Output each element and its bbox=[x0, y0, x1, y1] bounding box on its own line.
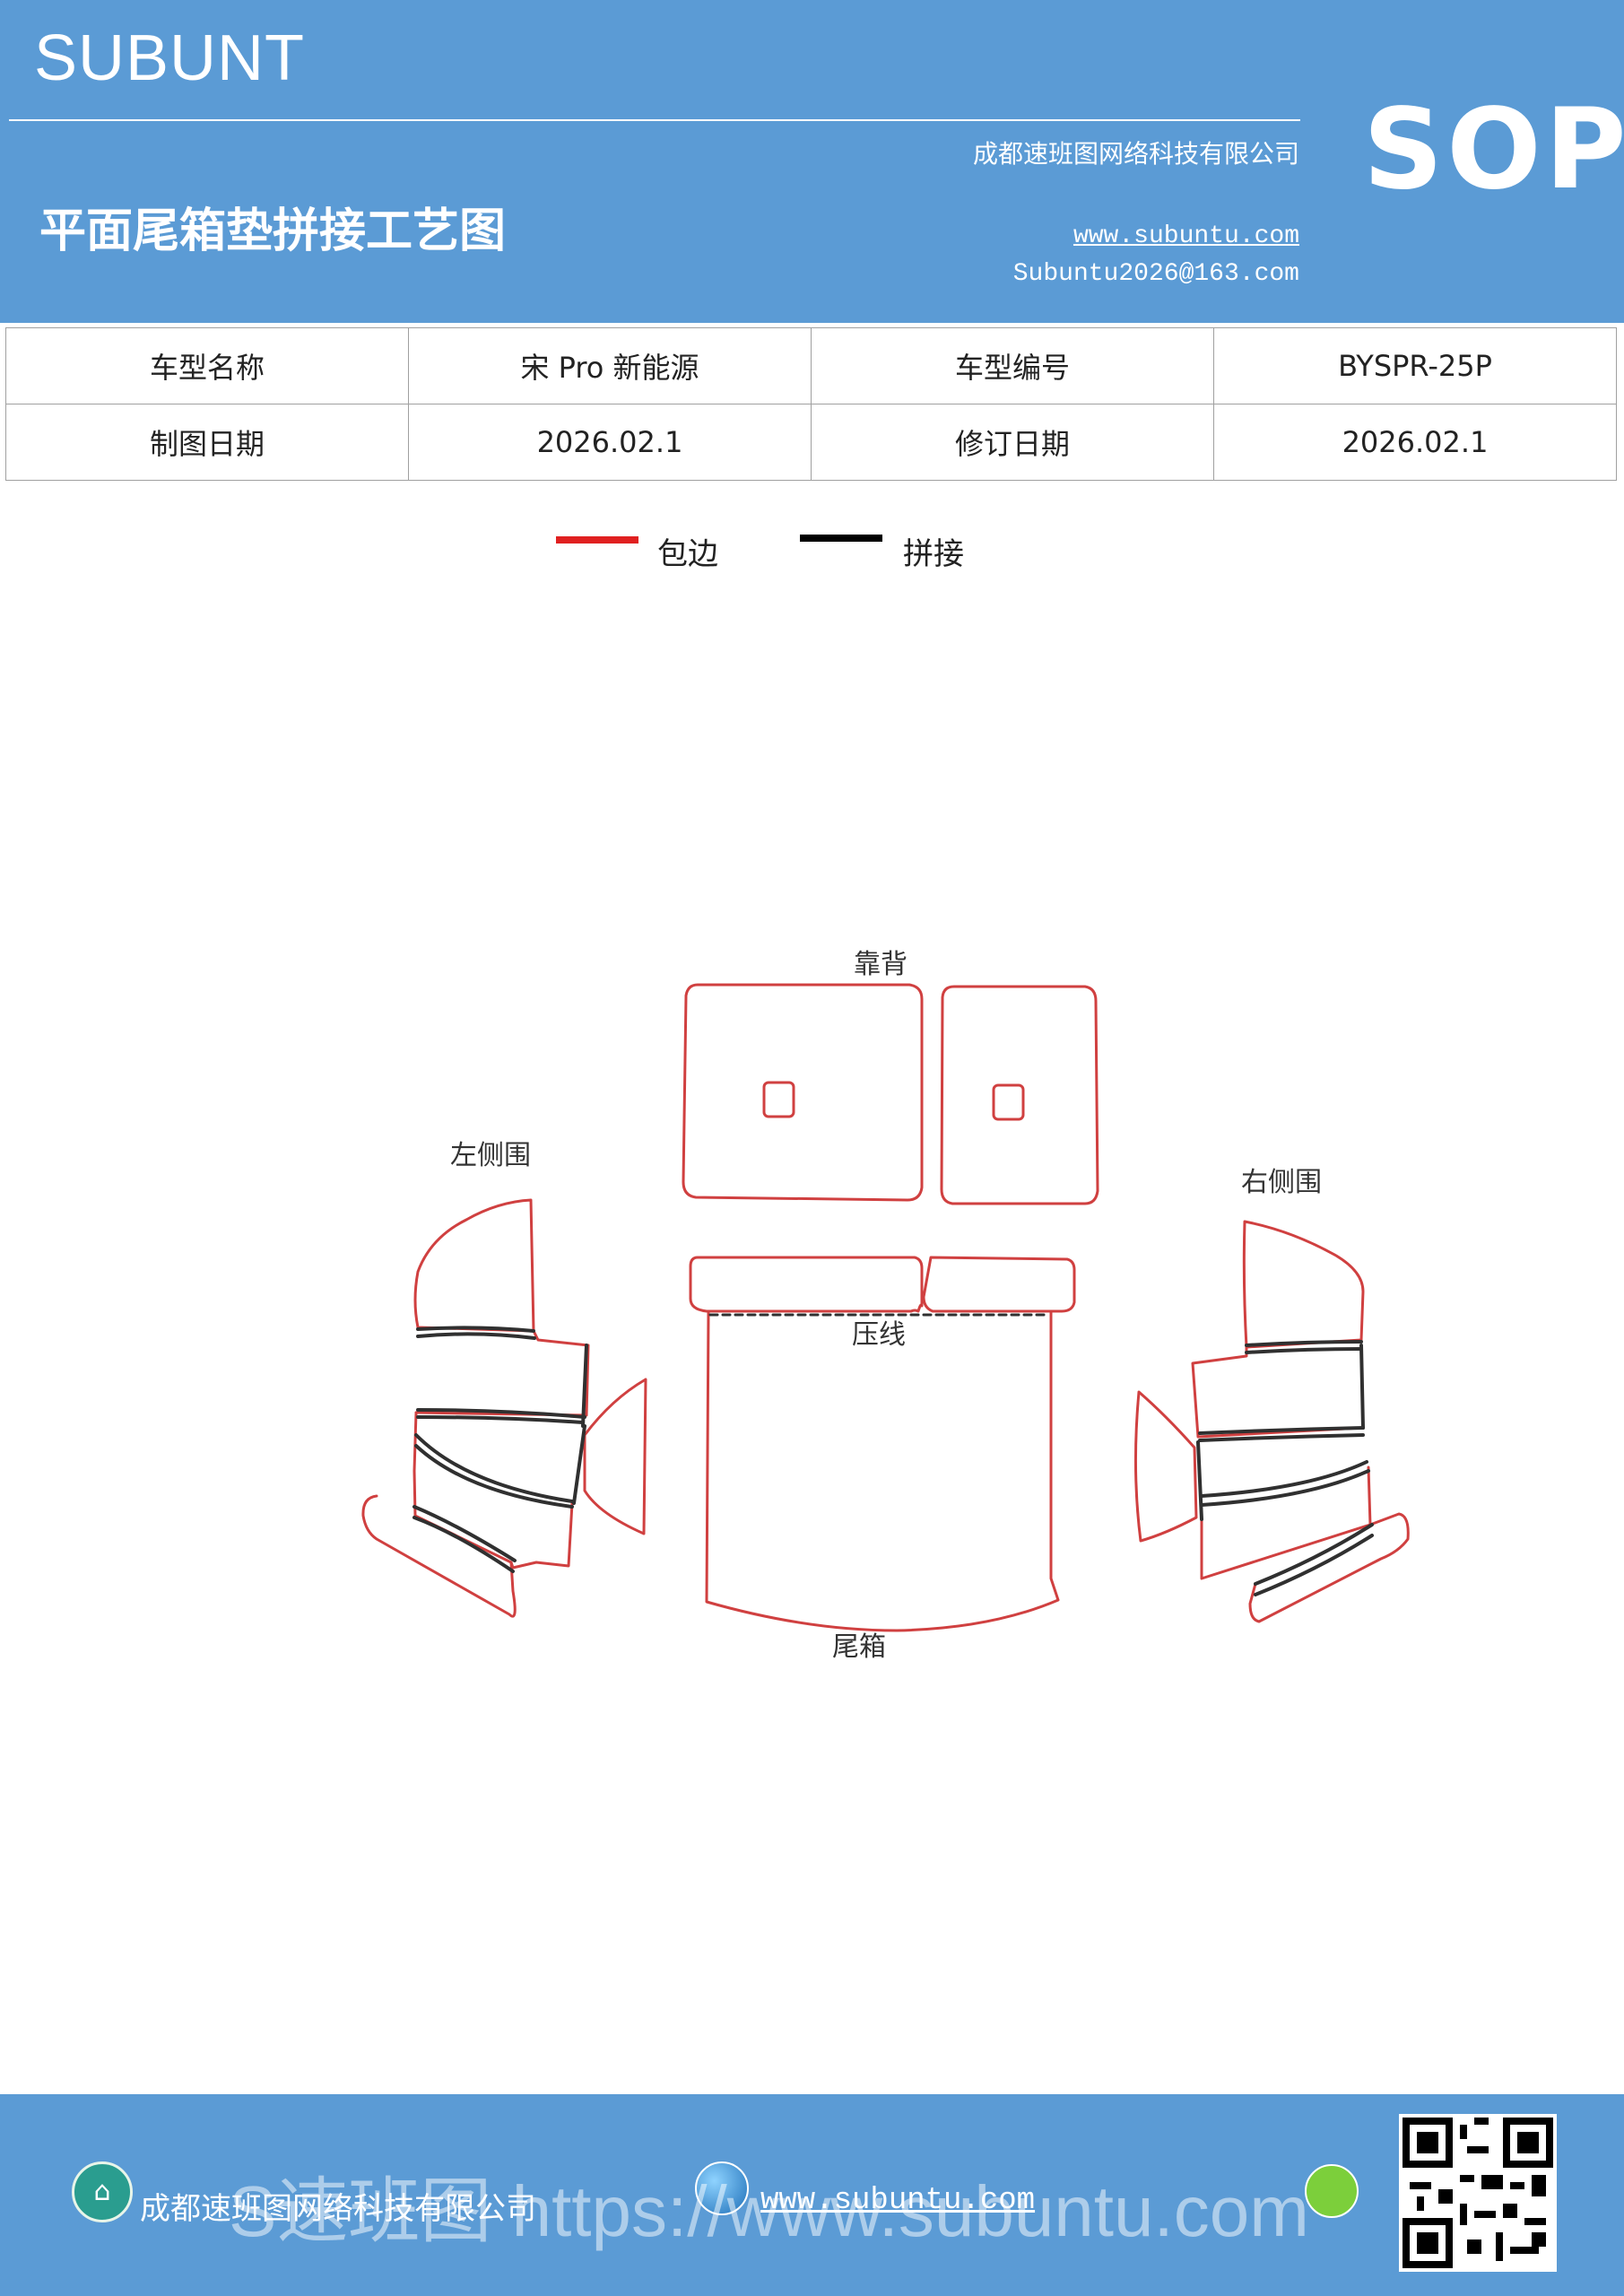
left-seam-4 bbox=[416, 1415, 585, 1424]
backrest-right-panel bbox=[940, 985, 1099, 1205]
right-side-top-piece bbox=[1242, 1220, 1365, 1349]
draw-date-label: 制图日期 bbox=[5, 404, 409, 481]
left-seam-9 bbox=[581, 1344, 588, 1428]
left-side-top-piece bbox=[413, 1198, 535, 1333]
right-seam-7 bbox=[1254, 1523, 1374, 1586]
right-side-strip-outline bbox=[1191, 1345, 1363, 1439]
left-side-wedge bbox=[583, 1378, 647, 1535]
left-side-lower-strip bbox=[361, 1494, 517, 1618]
right-side-wedge bbox=[1133, 1390, 1198, 1543]
wechat-icon bbox=[1305, 2164, 1359, 2218]
trunk-top-left-flap bbox=[689, 1256, 924, 1313]
left-seam-2 bbox=[416, 1332, 536, 1340]
document-title: 平面尾箱垫拼接工艺图 bbox=[39, 204, 507, 258]
legend-edge-swatch bbox=[556, 536, 638, 544]
backrest-right-hole bbox=[992, 1083, 1025, 1121]
footer-banner: ⌂ 成都速班图网络科技有限公司 www.subuntu.com S速班图 htt… bbox=[0, 2094, 1624, 2296]
qr-code[interactable] bbox=[1399, 2114, 1557, 2272]
header-banner: SUBUNT SOP 成都速班图网络科技有限公司 平面尾箱垫拼接工艺图 www.… bbox=[0, 0, 1624, 323]
table-row: 制图日期 2026.02.1 修订日期 2026.02.1 bbox=[5, 404, 1617, 481]
right-seam-5 bbox=[1200, 1460, 1368, 1498]
right-side-label: 右侧围 bbox=[1241, 1167, 1322, 1198]
right-seam-6 bbox=[1200, 1469, 1370, 1507]
left-side-label: 左侧围 bbox=[450, 1140, 531, 1171]
footer-company-name: 成都速班图网络科技有限公司 bbox=[140, 2191, 536, 2227]
email-address: Subuntu2026@163.com bbox=[1012, 260, 1299, 288]
left-seam-6 bbox=[414, 1444, 574, 1509]
left-seam-3 bbox=[416, 1408, 586, 1419]
globe-icon bbox=[695, 2161, 749, 2215]
building-icon: ⌂ bbox=[72, 2161, 133, 2222]
right-side-lower-strip bbox=[1248, 1512, 1410, 1623]
left-seam-7 bbox=[413, 1505, 517, 1562]
left-seam-5 bbox=[414, 1433, 574, 1503]
left-seam-8 bbox=[413, 1516, 515, 1573]
backrest-label: 靠背 bbox=[854, 949, 908, 980]
right-seam-10 bbox=[1196, 1440, 1203, 1521]
draw-date-value: 2026.02.1 bbox=[408, 404, 812, 481]
right-side-bottom-outline bbox=[1200, 1465, 1372, 1580]
backrest-left-hole bbox=[762, 1081, 795, 1118]
legend-splice-swatch bbox=[800, 535, 882, 542]
table-row: 车型名称 宋 Pro 新能源 车型编号 BYSPR-25P bbox=[5, 327, 1617, 404]
sop-label: SOP bbox=[1363, 85, 1624, 214]
company-name: 成都速班图网络科技有限公司 bbox=[972, 139, 1299, 169]
right-seam-4 bbox=[1198, 1433, 1365, 1442]
model-name-value: 宋 Pro 新能源 bbox=[408, 327, 812, 404]
header-divider bbox=[9, 119, 1300, 121]
model-code-label: 车型编号 bbox=[811, 327, 1214, 404]
model-code-value: BYSPR-25P bbox=[1213, 327, 1617, 404]
left-side-strip-outline bbox=[414, 1329, 590, 1417]
right-seam-1 bbox=[1245, 1340, 1363, 1347]
trunk-top-right-flap bbox=[922, 1256, 1076, 1313]
left-seam-1 bbox=[416, 1326, 535, 1333]
right-seam-8 bbox=[1254, 1534, 1374, 1596]
website-link[interactable]: www.subuntu.com bbox=[1073, 222, 1299, 250]
brand-logo-text: SUBUNT bbox=[34, 22, 306, 94]
backrest-left-panel bbox=[682, 983, 924, 1202]
left-seam-10 bbox=[572, 1424, 586, 1505]
model-name-label: 车型名称 bbox=[5, 327, 409, 404]
revise-date-label: 修订日期 bbox=[811, 404, 1214, 481]
footer-website-link[interactable]: www.subuntu.com bbox=[760, 2184, 1036, 2218]
right-seam-3 bbox=[1198, 1426, 1365, 1435]
footer-watermark: S速班图 https://www.subuntu.com bbox=[229, 2171, 1309, 2251]
right-seam-9 bbox=[1359, 1344, 1365, 1430]
revise-date-value: 2026.02.1 bbox=[1213, 404, 1617, 481]
trunk-label: 尾箱 bbox=[832, 1631, 886, 1663]
press-line-label: 压线 bbox=[852, 1319, 906, 1351]
right-seam-2 bbox=[1245, 1347, 1363, 1354]
vehicle-info-table: 车型名称 宋 Pro 新能源 车型编号 BYSPR-25P 制图日期 2026.… bbox=[5, 327, 1617, 481]
trunk-main-panel bbox=[705, 1309, 1060, 1632]
